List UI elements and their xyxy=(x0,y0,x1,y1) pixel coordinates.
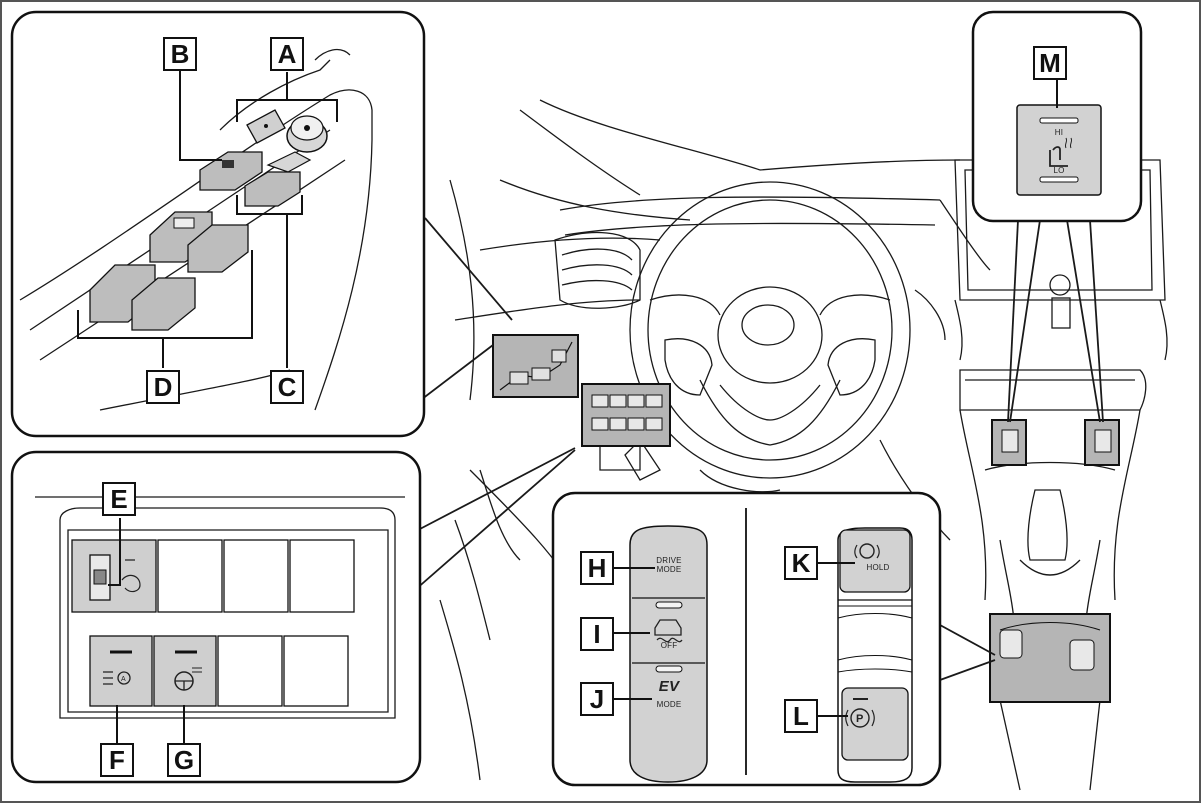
drive-mode-label: DRIVE MODE xyxy=(656,556,682,574)
seat-heater-lo-label: LO xyxy=(1053,166,1065,175)
callout-d: D xyxy=(146,370,180,404)
callout-j: J xyxy=(580,682,614,716)
hold-label: HOLD xyxy=(866,563,890,572)
callout-k: K xyxy=(784,546,818,580)
dashboard-line-art xyxy=(439,99,1168,791)
callout-h: H xyxy=(580,551,614,585)
dash-seat-heater-right-highlight xyxy=(1084,419,1120,466)
panel-seat-heater xyxy=(971,10,1143,223)
ev-label: EV xyxy=(658,678,680,695)
svg-text:A: A xyxy=(121,676,126,683)
panel-drive-switches: P xyxy=(551,491,942,787)
dash-switch-panel-highlight xyxy=(581,383,671,447)
panel-window-switches xyxy=(10,10,426,438)
callout-m: M xyxy=(1033,46,1067,80)
callout-f: F xyxy=(100,743,134,777)
callout-l: L xyxy=(784,699,818,733)
callout-g: G xyxy=(167,743,201,777)
seat-heater-hi-label: HI xyxy=(1054,128,1064,137)
dash-console-switch-highlight xyxy=(989,613,1111,703)
callout-i: I xyxy=(580,617,614,651)
ev-mode-label: MODE xyxy=(656,700,682,709)
dash-window-switch-highlight xyxy=(492,334,579,398)
svg-text:P: P xyxy=(856,713,863,725)
panel-lower-left-switches: A xyxy=(10,450,422,784)
vsc-off-label: OFF xyxy=(660,641,678,650)
dash-seat-heater-left-highlight xyxy=(991,419,1027,466)
callout-a: A xyxy=(270,37,304,71)
callout-e: E xyxy=(102,482,136,516)
callout-c: C xyxy=(270,370,304,404)
callout-b: B xyxy=(163,37,197,71)
